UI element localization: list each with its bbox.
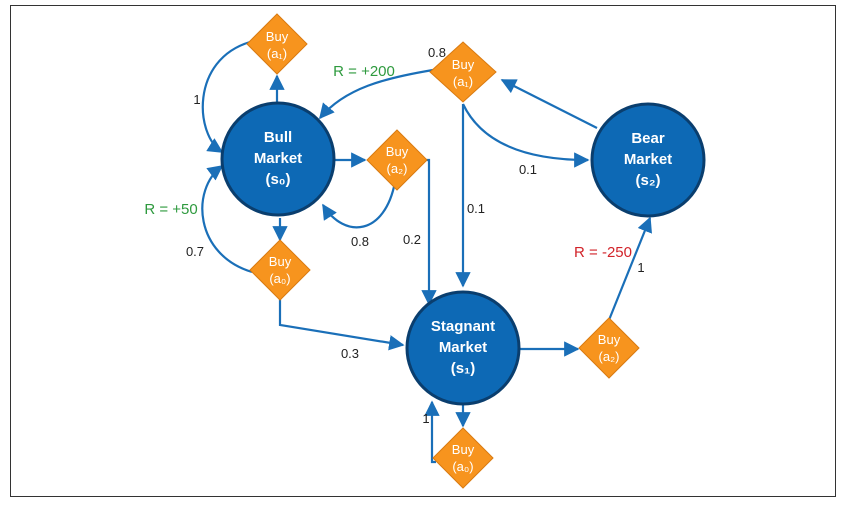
- state-stagnant-line1: Stagnant: [431, 318, 495, 335]
- prob-bull-a0-to-stagnant: 0.3: [341, 346, 359, 361]
- action-stag-a0-id: (a₀): [452, 459, 473, 474]
- action-bull-a2-label: Buy: [386, 144, 409, 159]
- state-bear-line1: Bear: [631, 130, 665, 147]
- state-bear-id: (s₂): [636, 172, 661, 189]
- arrow-stag-a2-to-bear: [607, 216, 652, 321]
- action-stag-a2-id: (a₂): [599, 349, 620, 364]
- prob-stag-a2-to-bear: 1: [637, 260, 644, 275]
- action-bear-a1-id: (a₁): [453, 74, 473, 89]
- state-bull-id: (s₀): [265, 171, 290, 188]
- reward-stag-a2-to-bear: R = -250: [574, 244, 632, 261]
- prob-bull-a2-to-stagnant: 0.2: [403, 232, 421, 247]
- action-bull-a2-id: (a₂): [387, 161, 408, 176]
- prob-bull-a2-to-bull: 0.8: [351, 234, 369, 249]
- arrow-bear-a1-to-bear: [462, 103, 590, 168]
- action-bull-a1: Buy (a₁): [246, 13, 308, 75]
- arrow-stag-a0-to-stagnant: [424, 400, 440, 464]
- action-stag-a0: Buy (a₀): [432, 427, 494, 489]
- prob-bull-a0-to-bull: 0.7: [186, 244, 204, 259]
- reward-bull-a0-to-bull: R = +50: [144, 201, 197, 218]
- arrow-bear-a1-to-bull: [319, 68, 434, 120]
- state-bear-line2: Market: [624, 151, 672, 168]
- prob-bull-a1-to-bull: 1: [193, 92, 200, 107]
- action-bull-a0-label: Buy: [269, 254, 292, 269]
- diagram-frame: [10, 5, 836, 497]
- state-bear: Bear Market (s₂): [590, 102, 706, 218]
- action-bear-a1: Buy (a₁): [429, 41, 497, 103]
- state-bull-line1: Bull: [264, 129, 292, 146]
- prob-bear-a1-to-bear: 0.1: [519, 162, 537, 177]
- arrow-bear-to-bear-a1: [500, 79, 598, 129]
- action-bull-a0: Buy (a₀): [249, 239, 311, 301]
- action-bull-a2: Buy (a₂): [366, 129, 428, 191]
- action-stag-a2: Buy (a₂): [578, 317, 640, 379]
- action-bear-a1-label: Buy: [452, 57, 475, 72]
- arrow-bull-a0-to-stagnant: [278, 298, 405, 351]
- action-stag-a0-label: Buy: [452, 442, 475, 457]
- action-bull-a1-label: Buy: [266, 29, 289, 44]
- reward-bear-a1-to-bull: R = +200: [333, 63, 395, 80]
- action-stag-a2-label: Buy: [598, 332, 621, 347]
- prob-bear-a1-to-stagnant: 0.1: [467, 201, 485, 216]
- prob-bear-a1-to-bull: 0.8: [428, 45, 446, 60]
- state-bull: Bull Market (s₀): [220, 101, 336, 217]
- state-stagnant-id: (s₁): [451, 360, 476, 377]
- action-bull-a0-id: (a₀): [269, 271, 290, 286]
- arrow-bull-a0-to-bull: [201, 165, 253, 274]
- arrow-bull-a2-to-stagnant: [421, 158, 437, 306]
- state-stagnant: Stagnant Market (s₁): [405, 290, 521, 406]
- state-stagnant-line2: Market: [439, 339, 487, 356]
- action-bull-a1-id: (a₁): [267, 46, 287, 61]
- prob-stag-a0-to-stagnant: 1: [422, 411, 429, 426]
- arrow-bull-a2-to-bull: [322, 181, 397, 229]
- arrow-bull-a1-to-bull: [201, 40, 251, 153]
- state-bull-line2: Market: [254, 150, 302, 167]
